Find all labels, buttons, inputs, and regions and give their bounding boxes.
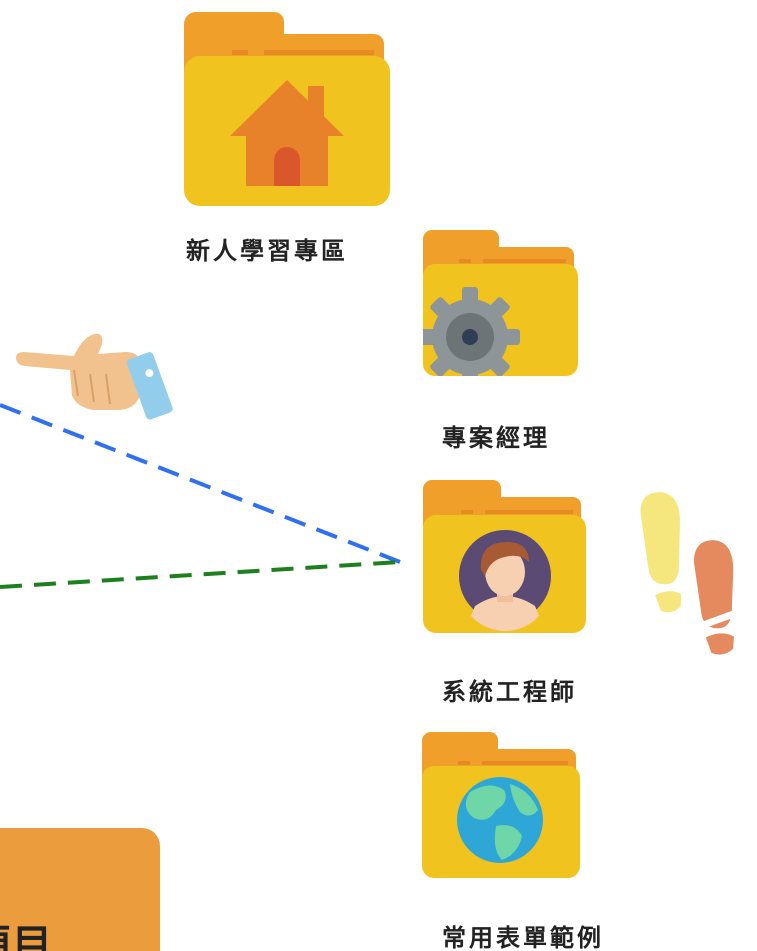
bottom-category-button[interactable]: 項目 [0, 828, 160, 951]
folder-project-manager[interactable] [423, 230, 578, 376]
folder-common-forms[interactable] [422, 732, 580, 878]
folder-label-project-manager[interactable]: 專案經理 [442, 424, 550, 452]
folder-label-newcomer-learning[interactable]: 新人學習專區 [186, 237, 348, 265]
blue-dashed-connector [0, 403, 401, 564]
home-icon [230, 80, 344, 186]
person-icon [459, 530, 551, 632]
gear-icon [423, 287, 520, 376]
folder-label-common-forms[interactable]: 常用表單範例 [442, 924, 604, 951]
folder-label-system-engineer[interactable]: 系統工程師 [442, 678, 577, 706]
folder-system-engineer[interactable] [423, 480, 586, 633]
globe-icon [457, 777, 543, 863]
bottom-category-button-label: 項目 [0, 922, 54, 951]
folder-newcomer-learning[interactable] [184, 12, 390, 206]
green-dashed-connector [0, 560, 401, 589]
